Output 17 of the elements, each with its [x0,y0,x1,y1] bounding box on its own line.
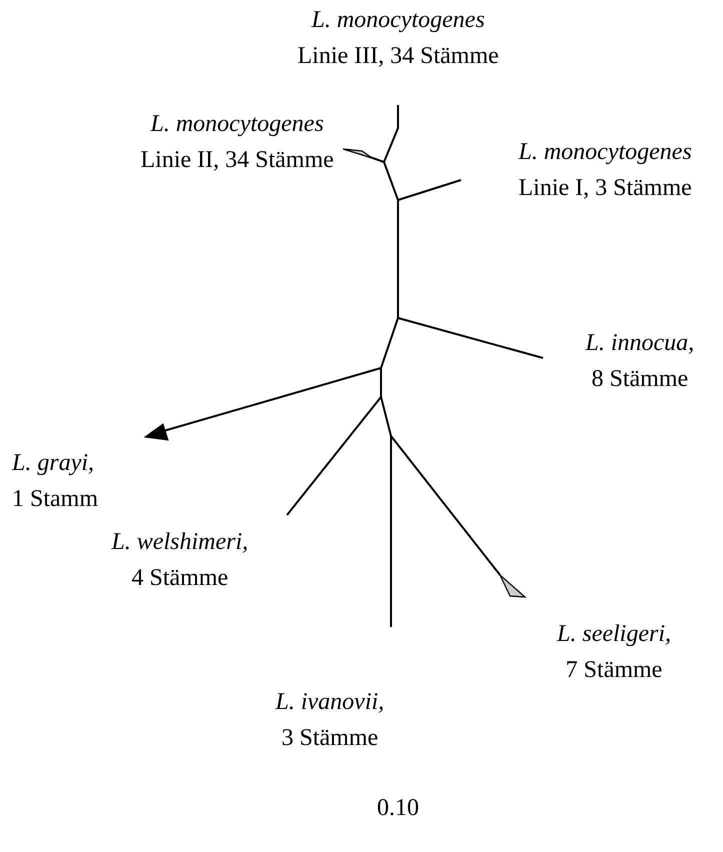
strain-count: Linie I, 3 Stämme [518,174,692,203]
species-name: L. monocytogenes [310,6,486,35]
strain-count: Linie III, 34 Stämme [298,42,499,71]
strain-count: 8 Stämme [590,365,690,394]
strain-count: 3 Stämme [280,724,380,753]
species-name: L. innocua, [586,329,694,358]
strain-count: 4 Stämme [130,564,230,593]
scale-label: 0.10 [377,794,419,823]
strain-count: 1 Stamm [12,485,98,514]
species-name: L. monocytogenes [518,138,692,167]
species-name: L. monocytogenes [149,110,325,139]
strain-count: Linie II, 34 Stämme [140,146,334,175]
species-name: L. grayi, [12,449,96,478]
species-name: L. ivanovii, [276,688,384,717]
strain-count: 7 Stämme [564,656,664,685]
species-name: L. welshimeri, [112,528,248,557]
species-name: L. seeligeri, [557,620,671,649]
